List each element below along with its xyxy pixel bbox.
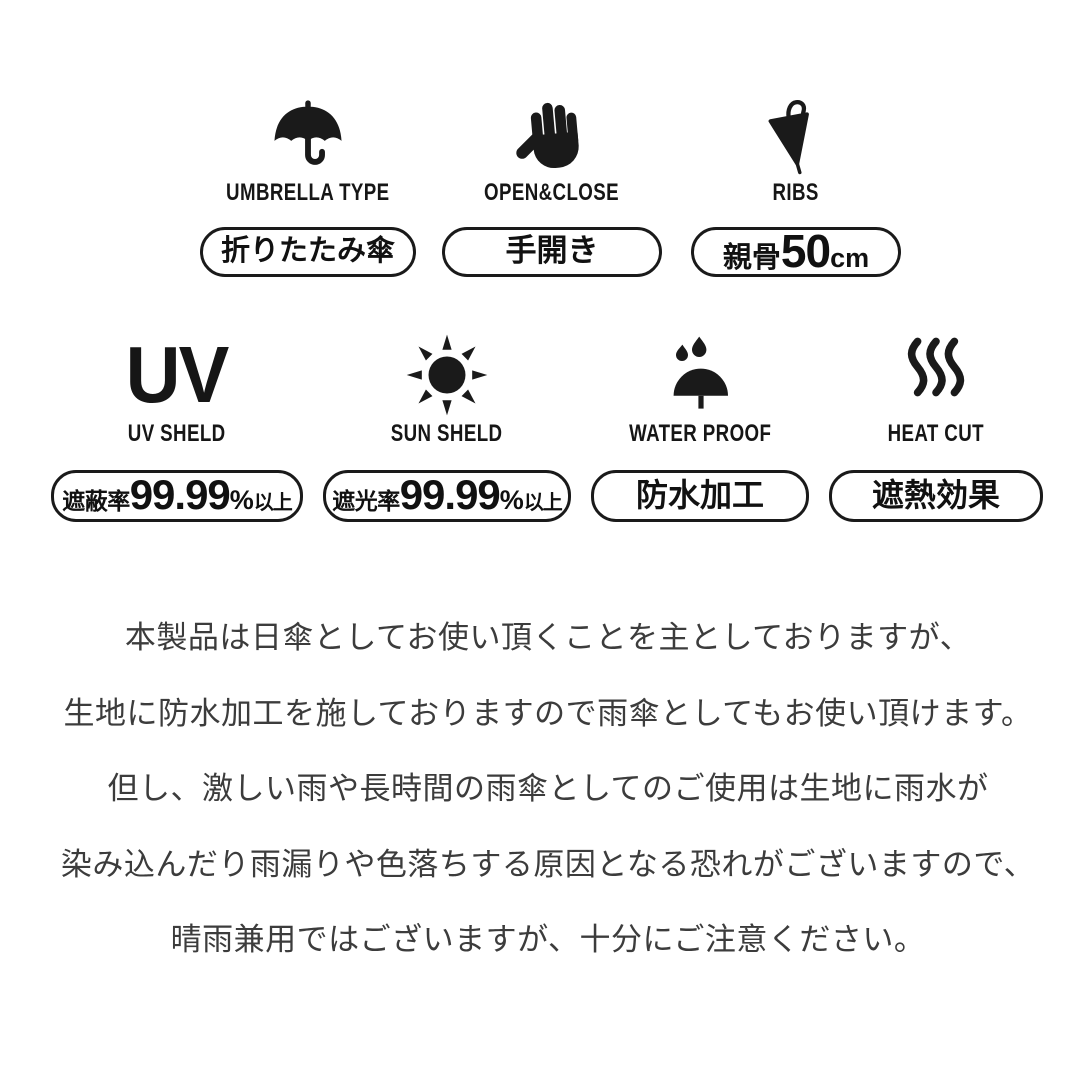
sun-icon-area: [405, 333, 489, 417]
ribs-label: RIBS: [772, 179, 820, 206]
uv-text-mark-area: UV: [123, 333, 230, 417]
usage-notice-line-5: 晴雨兼用ではございますが、十分にご注意ください。: [170, 922, 926, 957]
manual-open-badge: 手開き: [442, 227, 662, 277]
rib-length-number: 50: [780, 225, 831, 277]
uv-shield-label: UV SHELD: [128, 420, 226, 447]
feature-uv-shield: UV UV SHELD 遮蔽率99.99%以上: [51, 333, 303, 522]
rib-length-badge: 親骨50cm: [691, 227, 901, 277]
umbrella-closed-icon-area: [757, 98, 835, 176]
open-close-label: OPEN&CLOSE: [484, 179, 620, 206]
waterproof-badge: 防水加工: [591, 470, 809, 522]
heat-cut-label: HEAT CUT: [887, 420, 985, 447]
feature-open-close: OPEN&CLOSE 手開き: [430, 98, 674, 277]
umbrella-type-label: UMBRELLA TYPE: [226, 179, 390, 206]
sun-icon: [406, 334, 488, 416]
uv-rate-prefix: 遮蔽率: [62, 488, 130, 514]
uv-rate-percent: %: [229, 485, 254, 515]
rib-length-unit: cm: [830, 243, 870, 273]
feature-row-top: UMBRELLA TYPE 折りたたみ傘 OPEN&CLO: [186, 98, 918, 277]
hand-open-icon: [516, 102, 579, 168]
feature-heat-cut: HEAT CUT 遮熱効果: [829, 333, 1043, 522]
uv-rate-suffix: 以上: [253, 492, 293, 514]
uv-block-rate-badge: 遮蔽率99.99%以上: [51, 470, 303, 522]
usage-notice-line-3: 但し、激しい雨や長時間の雨傘としてのご使用は生地に雨水が: [107, 771, 989, 806]
light-rate-number: 99.99: [399, 471, 501, 518]
heat-waves-icon-area: [896, 333, 976, 417]
light-rate-prefix: 遮光率: [332, 488, 400, 514]
feature-waterproof: WATER PROOF 防水加工: [591, 333, 809, 522]
feature-ribs: RIBS 親骨50cm: [674, 98, 918, 277]
uv-text-mark: UV: [126, 330, 230, 419]
waterproof-label: WATER PROOF: [628, 420, 772, 447]
uv-rate-number: 99.99: [129, 471, 231, 518]
light-block-rate-badge: 遮光率99.99%以上: [323, 470, 571, 522]
usage-notice-line-4: 染み込んだり雨漏りや色落ちする原因となる恐れがございますので、: [60, 846, 1036, 882]
heat-cut-badge-text: 遮熱効果: [871, 477, 1000, 513]
usage-notice-line-2: 生地に防水加工を施しておりますので雨傘としてもお使い頂けます。: [63, 695, 1033, 731]
light-rate-percent: %: [499, 485, 524, 515]
rib-length-prefix: 親骨: [722, 242, 781, 274]
umbrella-open-icon-area: [268, 98, 348, 176]
umbrella-closed-icon: [768, 99, 809, 175]
light-rate-suffix: 以上: [523, 492, 563, 514]
rain-umbrella-icon-area: [660, 333, 740, 417]
hand-open-icon-area: [513, 98, 591, 176]
manual-open-badge-text: 手開き: [505, 233, 599, 268]
feature-sun-shield: SUN SHELD 遮光率99.99%以上: [323, 333, 571, 522]
feature-row-bottom: UV UV SHELD 遮蔽率99.99%以上: [51, 333, 1043, 522]
umbrella-open-icon: [274, 100, 342, 165]
feature-umbrella-type: UMBRELLA TYPE 折りたたみ傘: [186, 98, 430, 277]
usage-notice-text: 本製品は日傘としてお使い頂くことを主としておりますが、 生地に防水加工を施してお…: [8, 600, 1080, 978]
usage-notice-line-1: 本製品は日傘としてお使い頂くことを主としておりますが、: [124, 620, 972, 655]
sun-shield-label: SUN SHELD: [391, 420, 503, 447]
rain-umbrella-icon: [673, 336, 728, 409]
waterproof-badge-text: 防水加工: [635, 477, 764, 513]
heat-cut-badge: 遮熱効果: [829, 470, 1043, 522]
folding-umbrella-badge-text: 折りたたみ傘: [220, 235, 395, 267]
heat-waves-icon: [907, 337, 965, 397]
folding-umbrella-badge: 折りたたみ傘: [200, 227, 416, 277]
